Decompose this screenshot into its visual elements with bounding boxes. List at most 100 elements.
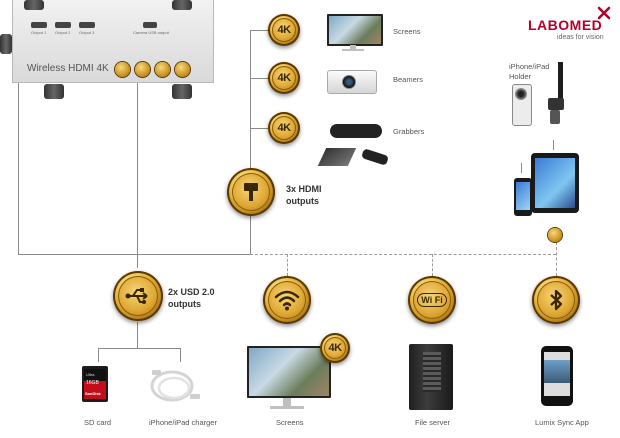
ipad-screen [535, 158, 575, 208]
usb-vertical-line [137, 36, 138, 268]
device-knob-top-right [172, 0, 192, 10]
phone-arrow-line [521, 163, 522, 173]
sd-card-image: Ultra 16GB SanDisk [82, 366, 108, 402]
port-label-usb: Camera USB output [133, 30, 169, 35]
beamer-image [327, 70, 377, 94]
iphone-screen [516, 182, 530, 210]
bottom-monitor-stand [283, 398, 291, 406]
hdmi-port-1 [31, 22, 47, 28]
usb-icon [125, 288, 148, 304]
grabber-stand-image [317, 148, 357, 166]
main-bus-horizontal [18, 254, 250, 255]
screens-monitor-stand [350, 45, 356, 49]
bottom-screens-label: Screens [276, 418, 304, 427]
usb-drop [137, 322, 138, 349]
charger-cable-image [148, 366, 204, 408]
ipad-arrow-line [553, 140, 554, 150]
device-4k-mini-icon [115, 62, 130, 77]
hdmi-outputs-label-2: outputs [286, 196, 319, 206]
bluetooth-icon [550, 289, 563, 311]
tablet-bluetooth-mini-icon [548, 228, 562, 242]
holder-label-2: Holder [509, 72, 532, 81]
badge-text: 4K [277, 24, 291, 36]
usb-outputs-badge [113, 271, 163, 321]
screens-4k-badge: 4K [268, 14, 300, 46]
wifi-logo-icon: Wi Fi [417, 293, 447, 307]
device-knob-top-left [24, 0, 44, 10]
device-hdmi-mini-icon [175, 62, 190, 77]
grabbers-4k-badge: 4K [268, 112, 300, 144]
wifi-dashed-drop [287, 254, 288, 276]
iphone-holder-case-image [512, 84, 532, 126]
holder-lens [515, 88, 527, 100]
hdmi-outputs-badge [227, 168, 275, 216]
hdmi-vertical-line [250, 30, 251, 255]
wireless-bus-dashed [250, 254, 556, 255]
bottom-screens-monitor-image [247, 346, 331, 398]
lumix-phone-screen [544, 352, 570, 396]
lumix-label: Lumix Sync App [535, 418, 589, 427]
labomed-logo-mark-icon [597, 6, 611, 20]
device-usb-mini-icon [155, 62, 170, 77]
labomed-tagline: ideas for vision [557, 34, 604, 41]
device-title: Wireless HDMI 4K [27, 63, 109, 74]
device-side-knob [0, 34, 12, 54]
beamers-label: Beamers [393, 75, 424, 84]
sd-label-band [84, 369, 106, 399]
hdmi-branch-screens [250, 30, 268, 31]
iphone-image [514, 178, 532, 216]
hdmi-outputs-label-1: 3x HDMI [286, 184, 322, 194]
labomed-logo: LABOMED [528, 17, 603, 33]
badge-text: 4K [328, 342, 342, 354]
beamer-lens [342, 75, 356, 89]
sd-card-label: SD card [84, 418, 112, 427]
usb-camera-port [143, 22, 157, 28]
grabbers-label: Grabbers [393, 127, 425, 136]
hdmi-port-2 [55, 22, 71, 28]
charger-branch-vertical [180, 348, 181, 362]
lumix-phone-image [541, 346, 573, 406]
hdmi-plug-icon [244, 183, 258, 191]
beamers-4k-badge: 4K [268, 62, 300, 94]
hdmi-port-3 [79, 22, 95, 28]
charger-label: iPhone/iPad charger [149, 418, 217, 427]
server-drive-bays [423, 352, 441, 392]
screens-monitor-base [342, 49, 364, 51]
hdmi-cable-icon [249, 191, 253, 201]
bluetooth-dashed-drop [556, 242, 557, 276]
ipad-image [531, 153, 579, 213]
wifi-fileserver-badge: Wi Fi [408, 276, 456, 324]
hdmi-branch-beamers [250, 78, 268, 79]
grabber-device-image [330, 124, 382, 138]
screens-label: Screens [393, 27, 421, 36]
ipad-holder-clamp-image [544, 62, 570, 124]
holder-label-1: iPhone/iPad [509, 62, 550, 71]
sd-branch-vertical [98, 348, 99, 362]
file-server-label: File server [415, 418, 451, 427]
fileserver-dashed-drop [432, 254, 433, 276]
sd-brand-text: SanDisk [85, 391, 101, 396]
port-label-1: Output 1 [31, 30, 47, 35]
badge-text: 4K [277, 72, 291, 84]
wifi-badge [263, 276, 311, 324]
port-label-3: Output 3 [79, 30, 95, 35]
device-wifi-mini-icon [135, 62, 150, 77]
bottom-screens-4k-badge: 4K [320, 333, 350, 363]
screens-monitor-image [327, 14, 383, 46]
wireless-hdmi-device: Output 1 Output 2 Output 3 Camera USB ou… [12, 0, 214, 83]
device-knob-bottom-left [44, 84, 64, 99]
file-server-tower-image [409, 344, 453, 410]
usb-branch-horizontal [98, 348, 180, 349]
sd-size-text: 16GB [86, 380, 99, 386]
usb-outputs-label-1: 2x USD 2.0 [168, 287, 215, 297]
main-bus-line [18, 80, 19, 255]
device-knob-bottom-right [172, 84, 192, 99]
badge-text: 4K [277, 122, 291, 134]
port-label-2: Output 2 [55, 30, 71, 35]
grabber-dongle-image [361, 148, 389, 166]
sd-ultra-text: Ultra [86, 372, 95, 377]
wifi-icon [274, 290, 300, 311]
bluetooth-badge [532, 276, 580, 324]
usb-outputs-label-2: outputs [168, 299, 201, 309]
bottom-monitor-base [270, 406, 304, 409]
